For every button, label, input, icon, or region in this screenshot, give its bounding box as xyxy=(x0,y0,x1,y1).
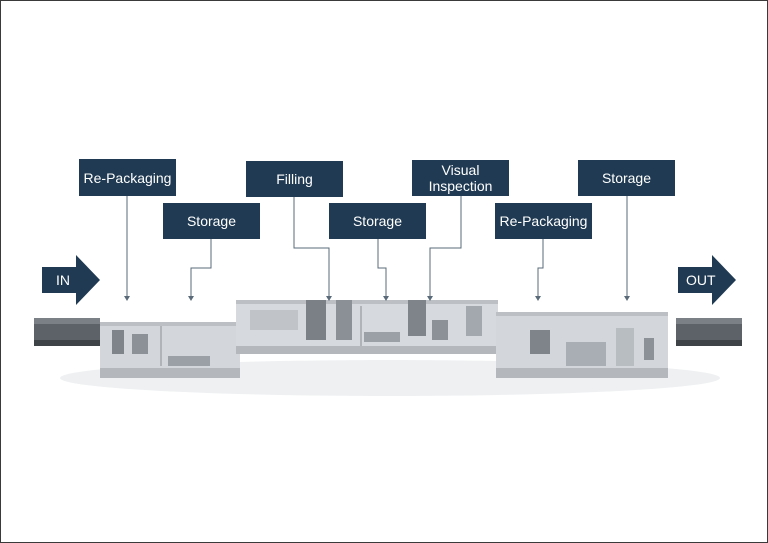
out-arrow: OUT xyxy=(678,255,736,305)
leader-arrowheads xyxy=(124,296,630,301)
out-label: OUT xyxy=(686,272,716,288)
station-label-filling: Filling xyxy=(246,161,343,197)
station-label-re-packaging-1: Re-Packaging xyxy=(79,159,176,196)
station-label-visual-inspection: Visual Inspection xyxy=(412,160,509,196)
right-arrow-icon xyxy=(678,255,736,305)
leader-lines xyxy=(126,196,628,296)
module-left xyxy=(100,322,240,378)
outbound-truck xyxy=(676,318,742,346)
station-label-storage-3: Storage xyxy=(578,160,675,196)
right-arrow-icon xyxy=(42,255,100,305)
station-label-storage-2: Storage xyxy=(329,203,426,239)
station-label-re-packaging-2: Re-Packaging xyxy=(495,203,592,239)
inbound-truck xyxy=(34,318,100,346)
in-arrow: IN xyxy=(42,255,100,305)
module-right xyxy=(496,312,668,378)
station-label-storage-1: Storage xyxy=(163,203,260,239)
in-label: IN xyxy=(56,272,70,288)
module-center xyxy=(236,300,498,354)
